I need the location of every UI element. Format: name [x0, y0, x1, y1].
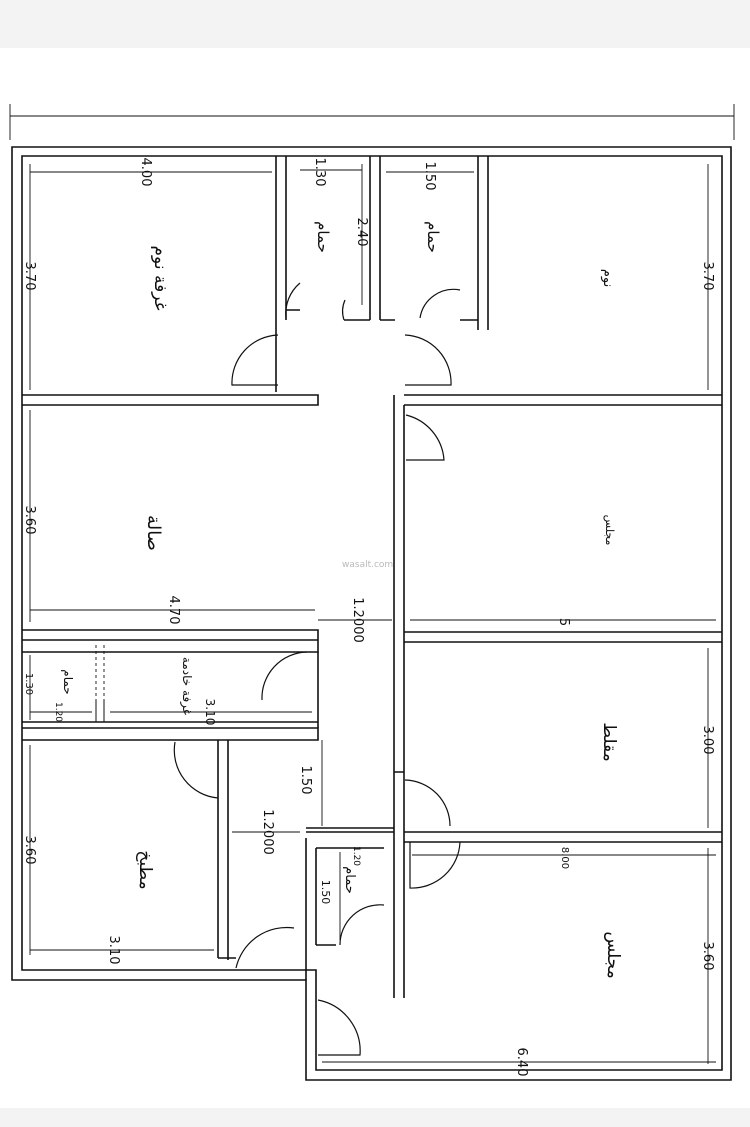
dim-kitchen-depth: 3.60: [22, 836, 37, 865]
room-bedroom2-label: نوم: [600, 269, 615, 287]
watermark-text: wasalt.com: [342, 560, 393, 570]
dim-majlis-depth: 3.60: [700, 942, 715, 971]
dim-guest-bath-depth: 1.20: [351, 846, 361, 866]
dim-living-width: 4.70: [166, 596, 181, 625]
dim-maid-bath-inner: 1.20: [53, 702, 63, 722]
overall-dimension-line: [9, 104, 735, 140]
room-bath1-label: حمام: [314, 221, 332, 253]
dim-guest-bath-width: 1.50: [319, 880, 332, 905]
dim-kitchen-width: 3.10: [106, 936, 121, 965]
dim-living-depth: 3.60: [22, 506, 37, 535]
room-bedroom1-label: غرفة نوم: [150, 246, 170, 311]
dim-bath-depth: 2.40: [354, 218, 369, 247]
dim-bath1-width: 1.30: [312, 158, 327, 187]
dim-bath2-width: 1.50: [422, 162, 437, 191]
dimension-labels: 4.00 3.70 1.30 2.40 1.50 3.70 3.60 4.70 …: [22, 158, 715, 1077]
top-room-walls: [22, 156, 722, 406]
room-maid-bath-label: حمام: [61, 669, 75, 694]
doors: [173, 282, 461, 1056]
room-guest-bath-label: حمام: [342, 866, 357, 894]
corridor-walls: [22, 395, 722, 998]
room-kitchen-label: مطبخ: [135, 850, 155, 889]
room-maid-label: غرفة خادمة: [179, 657, 194, 715]
room-majlis-upper-label: مجلس: [603, 515, 616, 546]
room-majlis-label: مجلس: [603, 931, 623, 978]
outer-walls: [11, 146, 732, 1081]
room-labels: غرفة نوم حمام حمام نوم صالة مجلس غرفة خا…: [61, 221, 623, 979]
drawing-sheet: [0, 48, 750, 1108]
dim-majlis-upper-width: 5: [556, 618, 571, 626]
dim-majlis-width: 6.40: [514, 1048, 529, 1077]
dim-kitchen-corridor: 1.2000: [260, 809, 275, 855]
dim-bed1-depth: 3.70: [22, 262, 37, 291]
room-living-label: صالة: [143, 515, 164, 551]
dim-small-mark: 8.00: [559, 847, 570, 869]
dim-corridor-width: 1.2000: [350, 597, 365, 643]
dim-entry-gap: 1.50: [298, 766, 313, 795]
dim-maid-bath-width: 1.30: [23, 673, 34, 695]
dim-maid-room-width: 3.10: [203, 699, 217, 726]
dim-bed2-depth: 3.70: [700, 262, 715, 291]
dimension-guides: [29, 164, 716, 1064]
dim-bed1-width: 4.00: [138, 158, 153, 187]
room-bath2-label: حمام: [424, 221, 442, 253]
maid-bath-partition: [95, 645, 105, 722]
room-dining-label: مقلط: [599, 722, 619, 761]
dim-dining-depth: 3.00: [700, 726, 715, 755]
